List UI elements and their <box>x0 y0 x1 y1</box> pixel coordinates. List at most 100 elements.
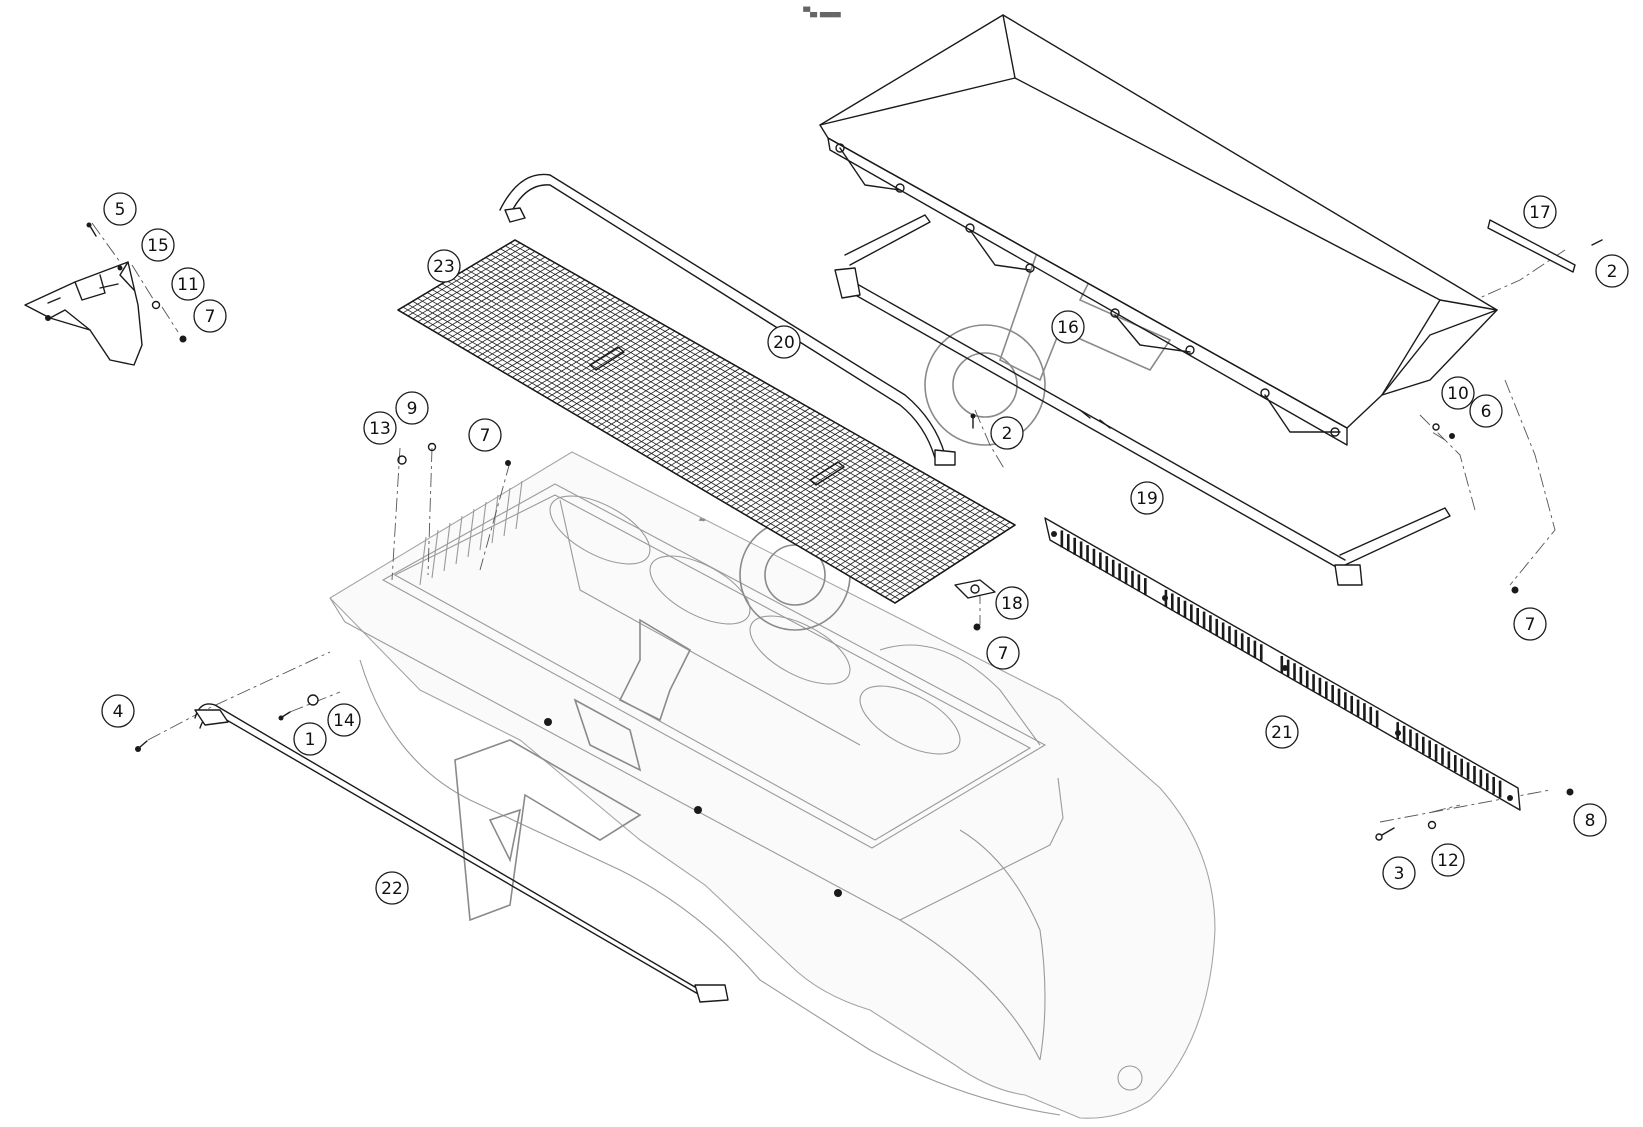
callout-label: 23 <box>433 257 455 277</box>
callout-c7c: 7 <box>986 636 1020 670</box>
small-fasteners-left <box>86 222 187 343</box>
mesh-line <box>422 253 541 325</box>
vent-slot <box>1111 559 1115 577</box>
vent-slot <box>1409 729 1412 747</box>
vent-slot <box>1344 692 1347 710</box>
callout-circle <box>375 871 409 905</box>
callout-label: 16 <box>1057 318 1079 338</box>
callout-c5: 5 <box>103 192 137 226</box>
mesh-line <box>715 422 836 498</box>
mesh-line <box>656 387 776 463</box>
mesh-line <box>606 359 726 434</box>
lower-rod-part-22 <box>194 703 729 1003</box>
vent-slot <box>1209 615 1212 633</box>
side-bracket-part-15 <box>24 261 143 366</box>
callout-label: 3 <box>1394 864 1405 884</box>
mesh-grid-lines <box>402 242 1011 601</box>
mesh-line <box>651 385 771 460</box>
fasteners <box>135 413 1574 841</box>
mesh-line <box>681 402 801 478</box>
mesh-line <box>869 510 991 589</box>
vent-slot <box>1453 755 1457 773</box>
vent-slot <box>1170 593 1174 611</box>
mesh-line <box>695 410 816 487</box>
vent-slot <box>1375 710 1379 728</box>
mesh-line <box>586 347 706 422</box>
vent-slot <box>1118 563 1121 581</box>
mesh-line <box>785 461 906 539</box>
mesh-line <box>820 481 941 560</box>
vent-slot <box>1073 537 1076 555</box>
vent-slot <box>1479 769 1483 787</box>
vent-slot <box>1305 670 1309 688</box>
vent-slot <box>1312 674 1315 692</box>
mesh-line <box>835 490 956 569</box>
vent-slot <box>1466 762 1470 780</box>
vent-slot <box>1293 663 1296 681</box>
callout-c20: 20 <box>767 325 801 359</box>
vent-slot <box>1196 607 1199 625</box>
callout-c6: 6 <box>1469 394 1503 428</box>
vent-slot <box>1350 695 1354 713</box>
vent-slot <box>1318 677 1322 695</box>
callout-c2a: 2 <box>990 416 1024 450</box>
mesh-line <box>825 484 946 563</box>
vent-slot <box>1492 776 1495 794</box>
callout-c23: 23 <box>427 249 461 283</box>
vent-slot <box>1356 699 1360 717</box>
mesh-line <box>467 279 586 352</box>
mesh-line <box>551 328 671 402</box>
hopper-body-ghost <box>329 451 1216 1119</box>
mesh-line <box>522 310 641 384</box>
callout-circle <box>1469 394 1503 428</box>
header-mark: ▀▄ ▄▄▄ <box>802 6 842 18</box>
callout-circle <box>986 636 1020 670</box>
callout-c21: 21 <box>1265 715 1299 749</box>
callout-c9: 9 <box>395 391 429 425</box>
callout-circle <box>101 694 135 728</box>
mesh-line <box>576 342 696 416</box>
mesh-line <box>879 516 1001 595</box>
vent-slot <box>1421 736 1425 754</box>
callout-c16: 16 <box>1051 310 1085 344</box>
callout-circle <box>995 586 1029 620</box>
mesh-line <box>775 456 896 534</box>
callout-circle <box>1523 195 1557 229</box>
vent-slot <box>1202 611 1206 629</box>
callout-circle <box>1382 856 1416 890</box>
lid-cover-part-16 <box>819 14 1498 446</box>
mesh-line <box>616 365 736 440</box>
callout-c22: 22 <box>375 871 409 905</box>
mesh-line <box>874 513 996 592</box>
mesh-line <box>676 399 796 475</box>
mesh-line <box>452 271 571 343</box>
mesh-line <box>531 316 651 390</box>
vent-slot <box>1221 622 1225 640</box>
vent-slot <box>1485 773 1489 791</box>
vent-slot <box>1144 578 1147 596</box>
callout-circle <box>1441 376 1475 410</box>
callout-label: 7 <box>205 307 216 327</box>
mesh-line <box>805 473 926 551</box>
vent-slot <box>1060 530 1064 548</box>
mesh-line <box>710 419 831 495</box>
callout-circle <box>1573 803 1607 837</box>
mesh-line <box>477 285 596 358</box>
vent-slot <box>1066 534 1070 552</box>
callout-label: 1 <box>305 730 316 750</box>
vent-slot <box>1280 656 1284 673</box>
mesh-line <box>601 356 721 431</box>
vent-slot <box>1415 733 1419 751</box>
callout-circle <box>1513 607 1547 641</box>
hopper-side-vents <box>419 480 523 586</box>
mesh-line <box>641 379 761 454</box>
mesh-line <box>561 333 681 408</box>
mesh-line <box>740 436 861 513</box>
mesh-line <box>815 479 936 557</box>
callout-circle <box>1431 843 1465 877</box>
mesh-line <box>472 282 591 355</box>
vent-slot <box>1331 685 1334 703</box>
callout-label: 21 <box>1271 723 1293 743</box>
mesh-line <box>581 345 701 419</box>
